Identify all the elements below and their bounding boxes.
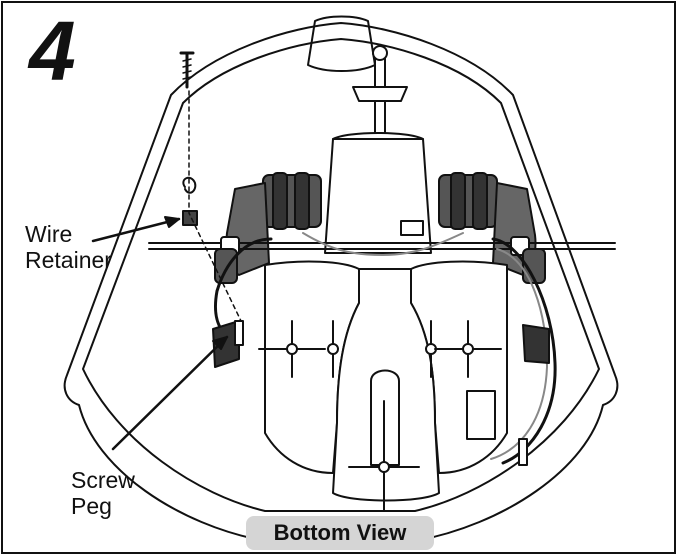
screw-peg-arrow xyxy=(212,336,228,350)
wire-retainer-label: Wire Retainer xyxy=(25,221,112,273)
screw-peg-label: Screw Peg xyxy=(71,467,135,519)
battery-box xyxy=(466,390,496,440)
seat-center-slot xyxy=(370,369,400,466)
seat-cross-right-2 xyxy=(434,320,502,378)
wire-harness-right xyxy=(491,237,557,465)
seat-cross-left-2 xyxy=(327,320,339,378)
screw-peg-label-line-1: Screw xyxy=(71,467,135,493)
wire-retainer-label-line-1: Wire xyxy=(25,221,73,247)
gearbox-top xyxy=(332,132,424,140)
right-hub xyxy=(522,248,546,284)
connector-center xyxy=(400,220,424,236)
wire-retainer-clip xyxy=(182,210,198,226)
wire-retainer-label-line-2: Retainer xyxy=(25,247,112,273)
body-rim xyxy=(82,38,600,512)
screw-peg-label-line-2: Peg xyxy=(71,493,112,519)
seat-cross-left-1 xyxy=(258,320,326,378)
view-label-badge: Bottom View xyxy=(246,516,434,550)
retainer-hook xyxy=(182,176,197,194)
connector-right-peg xyxy=(518,438,528,466)
vehicle-bottom-illustration xyxy=(63,15,619,542)
screw xyxy=(179,51,195,89)
left-motor xyxy=(262,172,322,230)
left-switch xyxy=(212,320,240,368)
shaft-cap xyxy=(372,45,388,61)
seat-cross-center xyxy=(348,400,420,512)
left-hub xyxy=(214,248,238,284)
wire-center xyxy=(302,232,464,256)
shaft-bracket xyxy=(352,86,408,102)
wire-retainer-arrow xyxy=(164,216,180,228)
right-motor xyxy=(438,172,498,230)
screw-peg-post xyxy=(234,320,244,346)
step-number: 4 xyxy=(29,4,76,98)
seat-center-channel xyxy=(332,268,440,502)
screw-peg-leader xyxy=(111,335,229,451)
wire-retainer-leader xyxy=(91,217,181,243)
right-switch xyxy=(522,324,550,364)
screw-guide-line xyxy=(188,90,242,322)
